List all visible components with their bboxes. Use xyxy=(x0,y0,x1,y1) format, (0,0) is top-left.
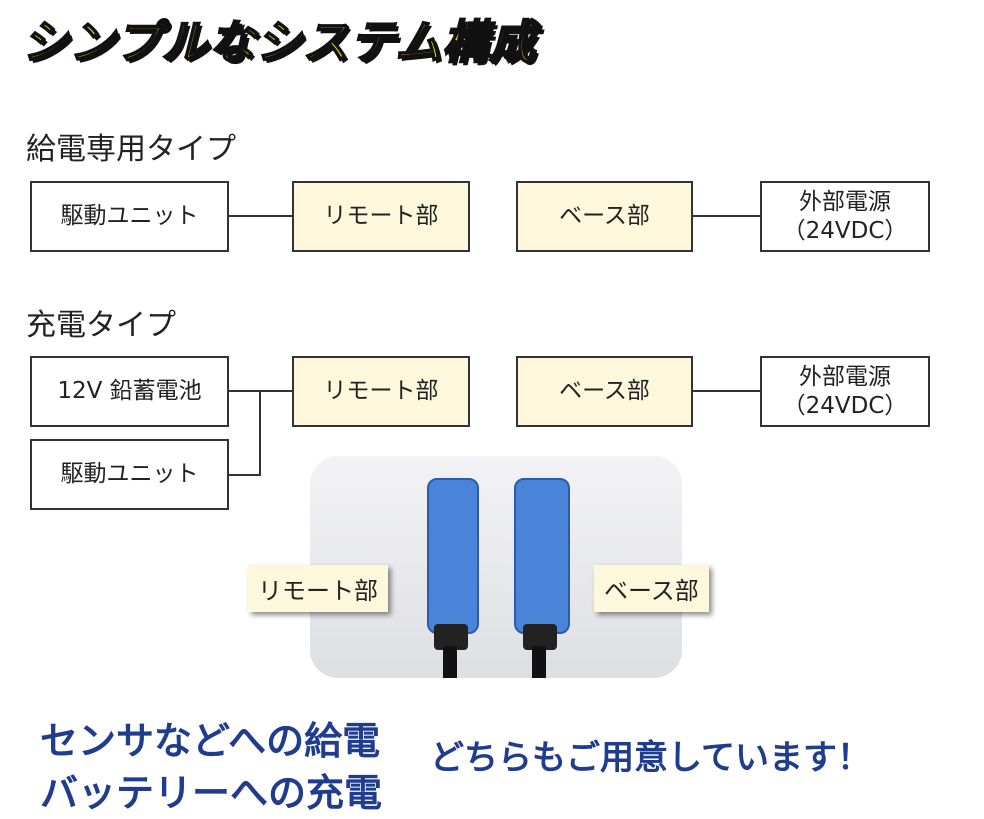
external-power-voltage: （24VDC） xyxy=(782,217,908,244)
drive-unit-label: 駆動ユニット xyxy=(60,203,199,230)
heading-charging-type: 充電タイプ xyxy=(26,308,176,343)
photo-label-base: ベース部 xyxy=(594,565,709,612)
remote-sensor-image xyxy=(427,478,479,634)
connector-line xyxy=(229,215,292,217)
external-power-label-2: 外部電源 xyxy=(799,363,891,390)
connector-line xyxy=(229,474,261,476)
photo-label-remote: リモート部 xyxy=(248,565,388,612)
cable xyxy=(443,646,457,678)
base-unit-label: ベース部 xyxy=(559,203,650,230)
external-power-box-2: 外部電源 （24VDC） xyxy=(760,356,930,427)
base-unit-label-2: ベース部 xyxy=(559,378,650,405)
remote-unit-label: リモート部 xyxy=(323,203,439,230)
base-unit-box-2: ベース部 xyxy=(516,356,693,427)
page-title: シンプルなシステム構成 xyxy=(21,14,537,70)
remote-unit-box-2: リモート部 xyxy=(292,356,470,427)
external-power-label: 外部電源 xyxy=(799,188,891,215)
connector-line xyxy=(693,390,760,392)
remote-unit-label-2: リモート部 xyxy=(323,378,439,405)
battery-box: 12V 鉛蓄電池 xyxy=(30,356,229,427)
heading-power-supply-type: 給電専用タイプ xyxy=(26,132,236,167)
drive-unit-label-2: 駆動ユニット xyxy=(60,461,199,488)
caption-both-available: どちらもご用意しています！ xyxy=(430,738,871,778)
external-power-box: 外部電源 （24VDC） xyxy=(760,181,930,252)
base-sensor-image xyxy=(514,478,570,634)
external-power-voltage-2: （24VDC） xyxy=(782,392,908,419)
cable-gland xyxy=(523,624,557,650)
connector-line xyxy=(259,390,261,475)
battery-label: 12V 鉛蓄電池 xyxy=(57,378,202,405)
remote-unit-box: リモート部 xyxy=(292,181,470,252)
cable-gland xyxy=(434,624,468,650)
caption-battery-charging: バッテリーへの充電 xyxy=(40,771,383,815)
drive-unit-box-2: 駆動ユニット xyxy=(30,439,229,510)
cable xyxy=(532,646,546,678)
base-unit-box: ベース部 xyxy=(516,181,693,252)
caption-power-supply: センサなどへの給電 xyxy=(40,719,381,763)
drive-unit-box: 駆動ユニット xyxy=(30,181,229,252)
connector-line xyxy=(693,215,760,217)
